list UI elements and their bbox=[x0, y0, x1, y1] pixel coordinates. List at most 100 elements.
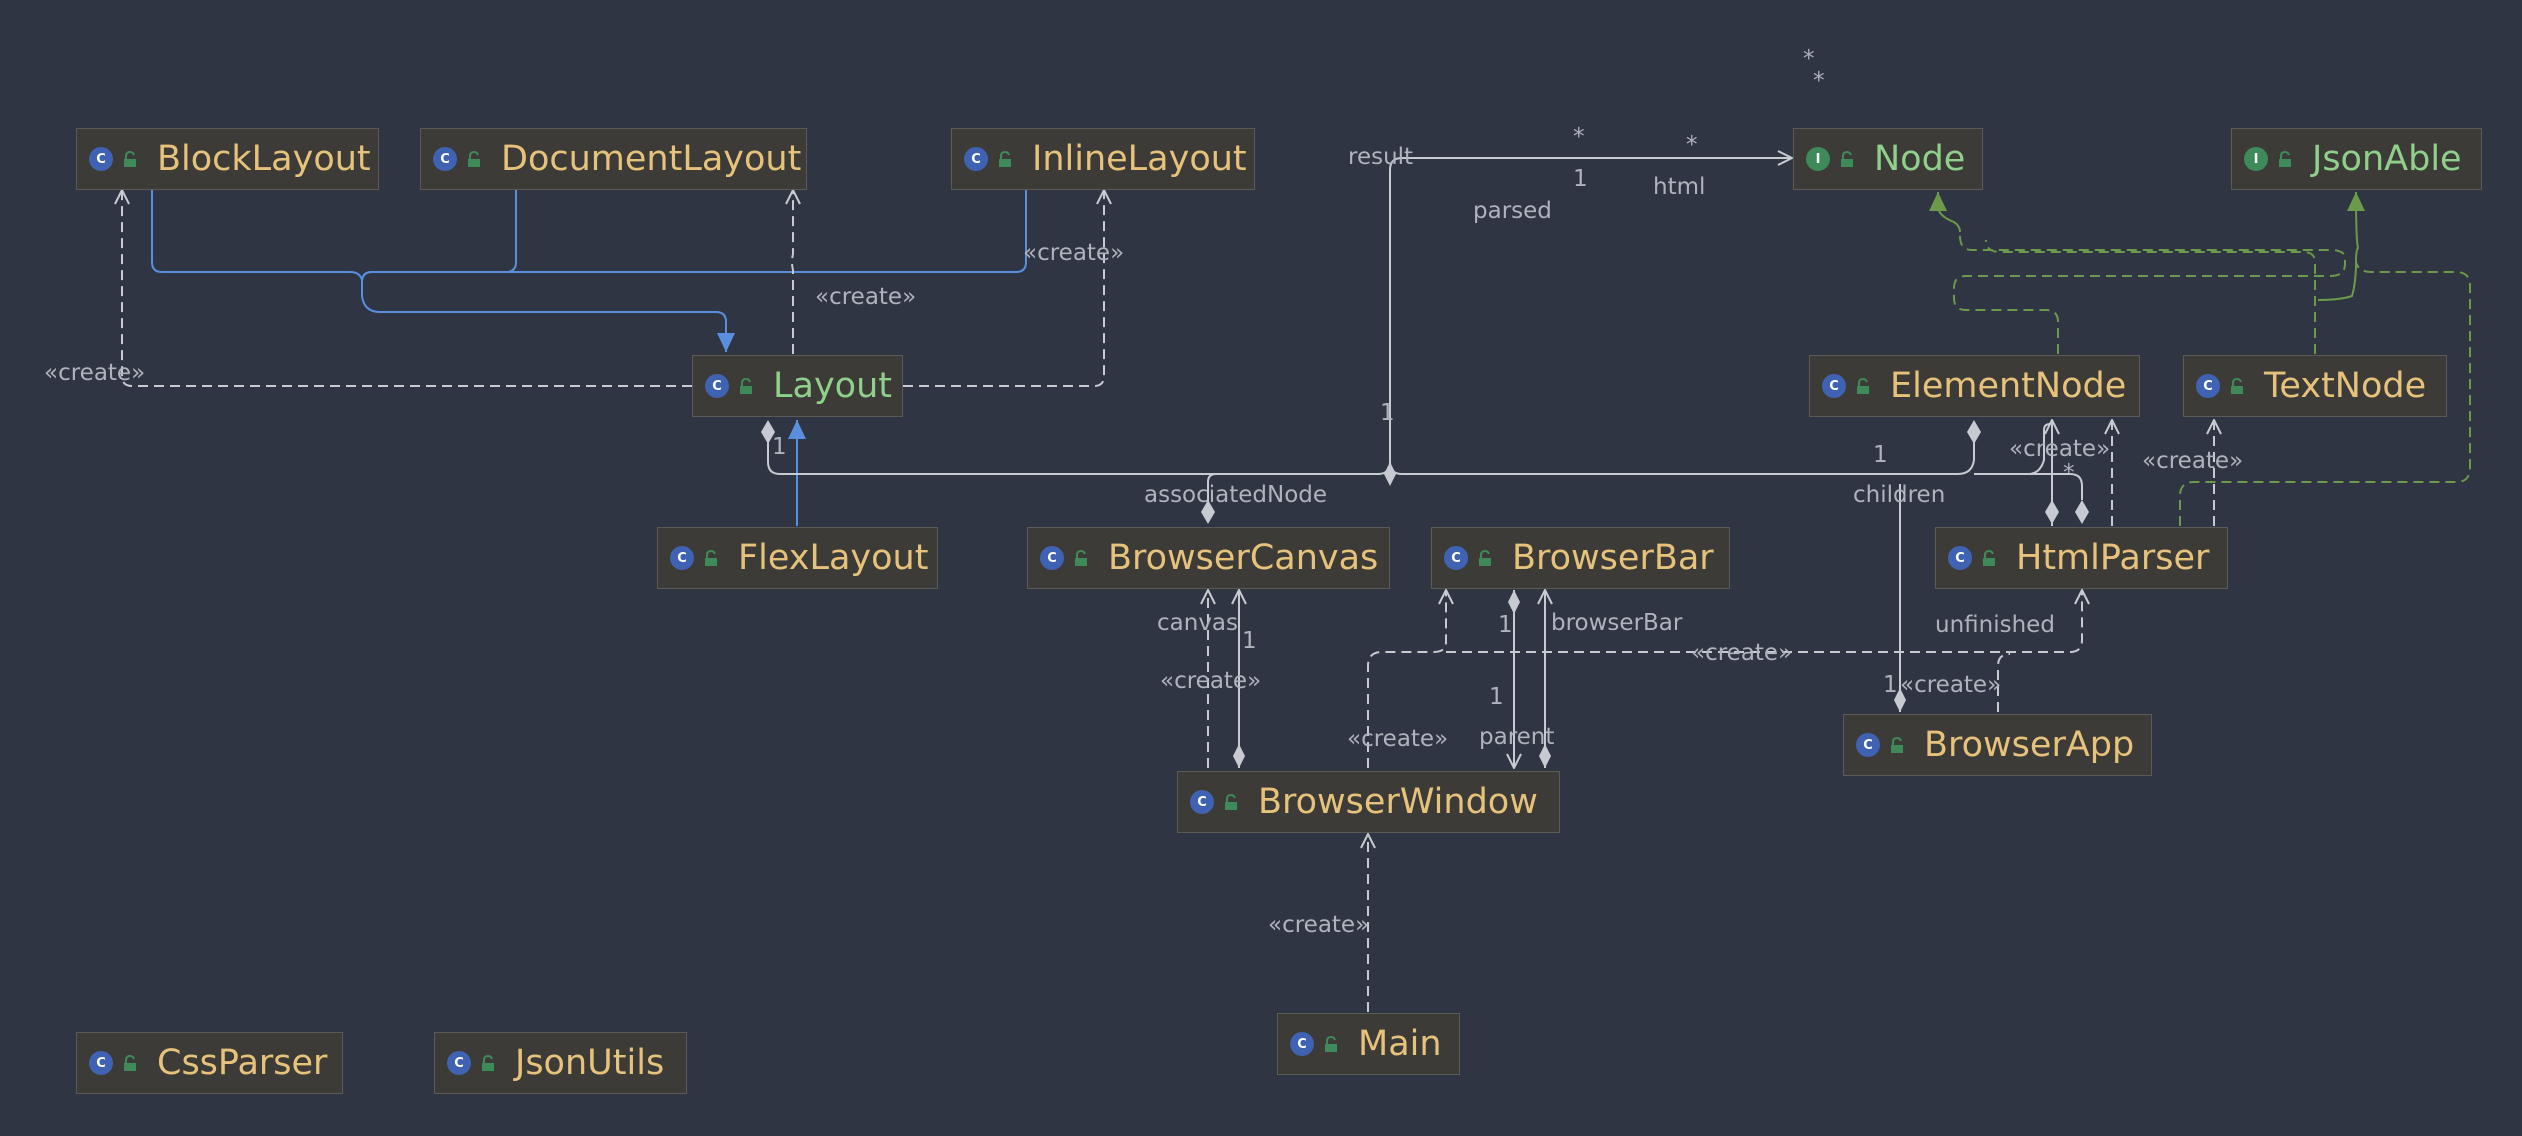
class-documentlayout[interactable]: C DocumentLayout bbox=[420, 128, 807, 190]
edge-inlinelayout-extends-layout bbox=[361, 190, 1027, 283]
multiplicity-label: 1 bbox=[1489, 684, 1504, 710]
edge-browserapp-creates-parser bbox=[1997, 653, 2011, 712]
diamond-htmlparser-b bbox=[2075, 500, 2089, 524]
interface-icon: I bbox=[2244, 147, 2268, 171]
class-icon: C bbox=[1856, 733, 1880, 757]
class-name: DocumentLayout bbox=[501, 139, 802, 179]
class-browsercanvas[interactable]: C BrowserCanvas bbox=[1027, 527, 1390, 589]
inheritance-edges bbox=[151, 190, 1027, 526]
public-lock-icon bbox=[2231, 377, 2243, 394]
role-label-browserbar: browserBar bbox=[1551, 610, 1683, 636]
class-name: JsonUtils bbox=[515, 1043, 665, 1083]
class-icon: C bbox=[1444, 546, 1468, 570]
edge-layout-creates-inlinelayout bbox=[903, 190, 1104, 387]
class-name: Main bbox=[1358, 1024, 1442, 1064]
multiplicity-label: * bbox=[1686, 132, 1698, 158]
class-name: Layout bbox=[773, 366, 892, 406]
class-icon: C bbox=[670, 546, 694, 570]
edge-layout-associated-node bbox=[767, 158, 1792, 475]
class-icon: C bbox=[89, 1051, 113, 1075]
class-elementnode[interactable]: C ElementNode bbox=[1809, 355, 2140, 417]
role-label-children: children bbox=[1853, 482, 1946, 508]
diamond-elementnode bbox=[1967, 420, 1981, 444]
interface-jsonable[interactable]: I JsonAble bbox=[2231, 128, 2482, 190]
edge-textnode-implements-node bbox=[1985, 239, 2316, 354]
edge-htmlparser-implements-jsonable bbox=[2179, 261, 2471, 526]
edge-layout-creates-blocklayout bbox=[122, 190, 692, 387]
class-name: ElementNode bbox=[1890, 366, 2127, 406]
class-browserbar[interactable]: C BrowserBar bbox=[1431, 527, 1730, 589]
class-icon: C bbox=[89, 147, 113, 171]
edge-elementnode-implements-node bbox=[1953, 232, 2346, 354]
role-label-associatednode: associatedNode bbox=[1144, 482, 1328, 508]
class-browserwindow[interactable]: C BrowserWindow bbox=[1177, 771, 1560, 833]
edge-parsed-result-to-node bbox=[1384, 424, 1975, 486]
edge-blocklayout-extends-layout bbox=[151, 190, 735, 352]
multiplicity-label: * bbox=[1803, 46, 1815, 72]
public-lock-icon bbox=[740, 377, 752, 394]
class-icon: C bbox=[1040, 546, 1064, 570]
edge-browserwindow-creates-bar bbox=[1367, 590, 1446, 768]
class-icon: C bbox=[433, 147, 457, 171]
multiplicity-label: 1 bbox=[1380, 400, 1395, 426]
role-label-parent: parent bbox=[1479, 724, 1555, 750]
edge-documentlayout-extends-layout bbox=[361, 190, 517, 283]
class-name: HtmlParser bbox=[2016, 538, 2210, 578]
create-stereotype-label: «create» bbox=[2009, 436, 2111, 462]
class-flexlayout[interactable]: C FlexLayout bbox=[657, 527, 938, 589]
create-stereotype-label: «create» bbox=[44, 360, 146, 386]
public-lock-icon bbox=[124, 1054, 136, 1071]
class-htmlparser[interactable]: C HtmlParser bbox=[1935, 527, 2228, 589]
class-name: TextNode bbox=[2264, 366, 2427, 406]
class-inlinelayout[interactable]: C InlineLayout bbox=[951, 128, 1255, 190]
edge-browserwindow-creates-parser bbox=[1446, 590, 2082, 653]
interface-icon: I bbox=[1806, 147, 1830, 171]
edge-jsonable-join bbox=[2317, 261, 2357, 301]
public-lock-icon bbox=[1857, 377, 1869, 394]
create-stereotype-label: «create» bbox=[1268, 912, 1370, 938]
public-lock-icon bbox=[999, 150, 1011, 167]
public-lock-icon bbox=[1891, 736, 1903, 753]
class-jsonutils[interactable]: C JsonUtils bbox=[434, 1032, 687, 1094]
class-name: BrowserBar bbox=[1512, 538, 1714, 578]
multiplicity-label: 1 bbox=[1498, 612, 1513, 638]
class-cssparser[interactable]: C CssParser bbox=[76, 1032, 343, 1094]
class-icon: C bbox=[1948, 546, 1972, 570]
class-browserapp[interactable]: C BrowserApp bbox=[1843, 714, 2152, 776]
public-lock-icon bbox=[1325, 1035, 1337, 1052]
class-layout[interactable]: C Layout bbox=[692, 355, 903, 417]
create-stereotype-label: «create» bbox=[1900, 672, 2002, 698]
interface-name: Node bbox=[1874, 139, 1966, 179]
public-lock-icon bbox=[1479, 549, 1491, 566]
runnable-class-icon: C bbox=[1290, 1032, 1314, 1056]
class-icon: C bbox=[1190, 790, 1214, 814]
class-textnode[interactable]: C TextNode bbox=[2183, 355, 2447, 417]
composition-diamonds bbox=[761, 420, 2089, 524]
create-stereotype-label: «create» bbox=[815, 284, 917, 310]
edge-browsercanvas-associated-node bbox=[1207, 473, 1380, 508]
public-lock-icon bbox=[1075, 549, 1087, 566]
public-lock-icon bbox=[705, 549, 717, 566]
realization-solid-edges bbox=[1929, 191, 2366, 301]
interface-node[interactable]: I Node bbox=[1793, 128, 1983, 190]
class-name: BrowserCanvas bbox=[1108, 538, 1379, 578]
edge-to-node-head bbox=[1929, 192, 1961, 233]
role-label-result: result bbox=[1348, 144, 1414, 170]
class-name: BlockLayout bbox=[157, 139, 371, 179]
multiplicity-label: * bbox=[1573, 124, 1585, 150]
class-main[interactable]: C Main bbox=[1277, 1013, 1460, 1075]
role-label-canvas: canvas bbox=[1157, 610, 1239, 636]
interface-name: JsonAble bbox=[2312, 139, 2462, 179]
create-stereotype-label: «create» bbox=[1023, 240, 1125, 266]
public-lock-icon bbox=[124, 150, 136, 167]
class-icon: C bbox=[447, 1051, 471, 1075]
class-name: BrowserApp bbox=[1924, 725, 2135, 765]
role-label-html: html bbox=[1653, 174, 1706, 200]
class-icon: C bbox=[964, 147, 988, 171]
public-lock-icon bbox=[1841, 150, 1853, 167]
role-label-unfinished: unfinished bbox=[1935, 612, 2055, 638]
class-blocklayout[interactable]: C BlockLayout bbox=[76, 128, 379, 190]
multiplicity-label: 1 bbox=[1242, 628, 1257, 654]
create-stereotype-label: «create» bbox=[2142, 448, 2244, 474]
